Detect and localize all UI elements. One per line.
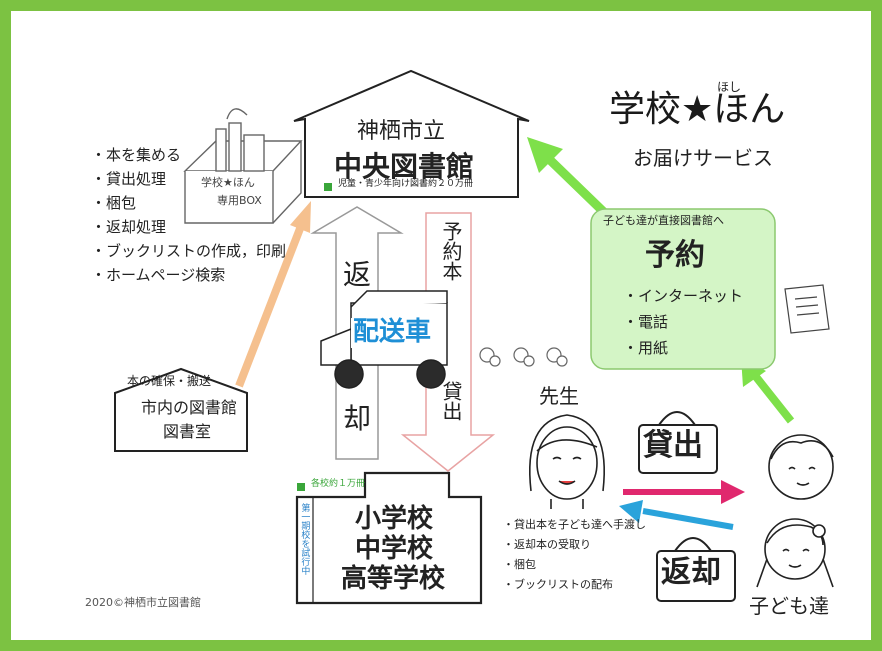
return-label-bottom: 却 bbox=[343, 402, 372, 435]
teacher-duty: ・貸出本を子ども達へ手渡し bbox=[503, 518, 646, 531]
library-line1: 神栖市立 bbox=[357, 119, 446, 144]
school-line2: 中学校 bbox=[355, 534, 434, 564]
teacher-face-icon bbox=[529, 414, 605, 509]
source-line2: 図書室 bbox=[163, 422, 212, 441]
source-house-icon bbox=[114, 367, 248, 452]
school-building-icon bbox=[295, 471, 483, 605]
teacher-label: 先生 bbox=[539, 384, 579, 408]
task-item: ・ホームページ検索 bbox=[91, 266, 226, 284]
library-note: 児童・青少年向け図書約２０万冊 bbox=[338, 179, 474, 189]
children-label: 子ども達 bbox=[749, 594, 829, 618]
task-item: ・本を集める bbox=[91, 146, 182, 164]
source-line1: 市内の図書館 bbox=[141, 398, 238, 417]
task-item: ・梱包 bbox=[91, 194, 137, 212]
teacher-duty: ・ブックリストの配布 bbox=[503, 578, 613, 591]
teacher-duties: ・貸出本を子ども達へ手渡し ・返却本の受取り ・梱包 ・ブックリストの配布 bbox=[503, 518, 646, 599]
task-item: ・返却処理 bbox=[91, 218, 167, 236]
title-ruby: ほし bbox=[717, 80, 742, 94]
flower-icons bbox=[479, 347, 568, 367]
return-label-top: 返 bbox=[343, 258, 372, 291]
return-bag-icon bbox=[656, 537, 736, 602]
school-note-marker bbox=[297, 483, 305, 491]
library-line2: 中央図書館 bbox=[334, 150, 475, 183]
task-list: ・本を集める ・貸出処理 ・梱包 ・返却処理 ・ブックリストの作成，印刷 ・ホー… bbox=[91, 146, 287, 291]
teacher-duty: ・梱包 bbox=[503, 558, 536, 571]
reservation-paper-icon bbox=[784, 284, 830, 334]
title-right: ほん bbox=[713, 89, 786, 130]
box-label-line1: 学校★ほん bbox=[201, 176, 255, 189]
copyright: 2020©神栖市立図書館 bbox=[85, 596, 201, 609]
reserve-arrow-to-library bbox=[527, 137, 615, 223]
lend-to-child-arrow bbox=[623, 480, 745, 504]
title-left: 学校 bbox=[609, 89, 682, 130]
book-box-icon bbox=[183, 108, 303, 224]
reserve-books-label: 予約本 bbox=[439, 221, 463, 281]
school-side-label: 第一期校を試行中 bbox=[299, 503, 310, 575]
title-main: 学校★ほん bbox=[609, 89, 785, 130]
task-item: ・ブックリストの作成，印刷 bbox=[91, 242, 287, 260]
reserve-item: ・電話 bbox=[623, 313, 669, 331]
lend-bag-icon bbox=[638, 411, 718, 474]
lend-arrow bbox=[400, 212, 496, 472]
library-note-marker bbox=[324, 183, 332, 191]
title-star: ★ bbox=[681, 89, 714, 130]
title-subtitle: お届けサービス bbox=[633, 146, 773, 170]
lend-label: 貸出 bbox=[439, 381, 463, 421]
return-bag-label: 返却 bbox=[661, 555, 721, 590]
school-line1: 小学校 bbox=[355, 504, 434, 534]
task-item: ・貸出処理 bbox=[91, 170, 167, 188]
source-header: 本の確保・搬送 bbox=[127, 374, 212, 388]
child-faces-icon bbox=[756, 434, 834, 588]
box-label-line2: 専用BOX bbox=[217, 194, 262, 207]
teacher-duty: ・返却本の受取り bbox=[503, 538, 591, 551]
return-from-child-arrow bbox=[619, 500, 734, 530]
truck-label: 配送車 bbox=[351, 317, 434, 348]
library-house-icon bbox=[293, 69, 530, 198]
reserve-header: 子ども達が直接図書館へ bbox=[603, 214, 724, 227]
reserve-item: ・用紙 bbox=[623, 339, 669, 357]
supply-arrow bbox=[235, 201, 311, 388]
school-note: 各校約１万冊 bbox=[311, 479, 366, 489]
lend-bag-label: 貸出 bbox=[643, 428, 703, 463]
reserve-title: 予約 bbox=[645, 238, 705, 273]
reserve-item: ・インターネット bbox=[623, 287, 744, 305]
diagram-drawing bbox=[114, 69, 834, 605]
school-line3: 高等学校 bbox=[341, 564, 446, 594]
reserve-box bbox=[590, 208, 776, 370]
